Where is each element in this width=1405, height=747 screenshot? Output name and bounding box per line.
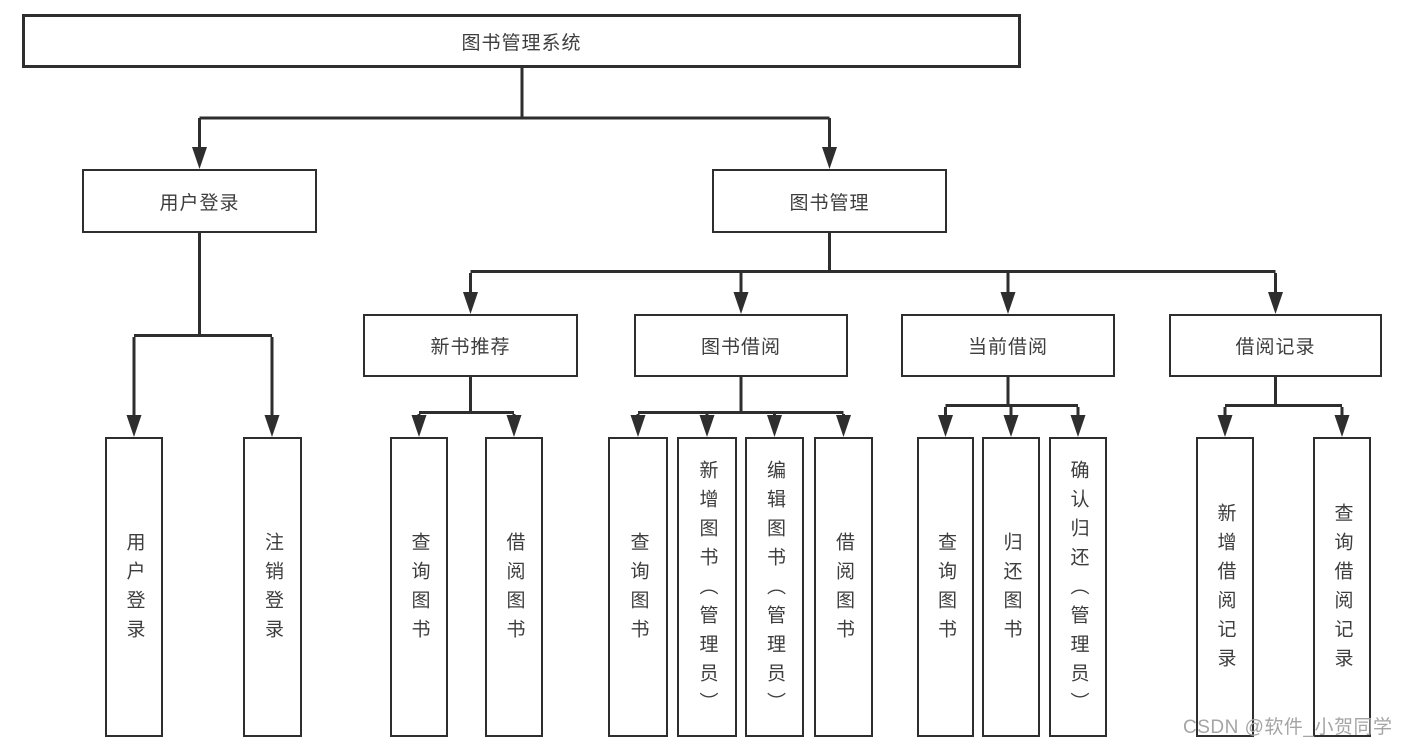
node-user-login: 用户登录 <box>82 169 317 233</box>
node-book-management: 图书管理 <box>712 169 947 233</box>
node-borrowing-records: 借阅记录 <box>1169 314 1382 377</box>
leaf-add-books-admin: 新增图书（管理员） <box>677 437 737 737</box>
leaf-user-login: 用户登录 <box>105 437 163 737</box>
leaf-query-books-borrowing: 查询图书 <box>608 437 668 737</box>
leaf-query-books-current: 查询图书 <box>917 437 974 737</box>
leaf-return-books: 归还图书 <box>982 437 1040 737</box>
leaf-add-borrow-record: 新增借阅记录 <box>1196 437 1254 737</box>
leaf-confirm-return-admin: 确认归还（管理员） <box>1049 437 1107 737</box>
leaf-query-borrow-record: 查询借阅记录 <box>1313 437 1371 737</box>
node-current-borrowing: 当前借阅 <box>901 314 1115 377</box>
leaf-borrow-books: 借阅图书 <box>814 437 873 737</box>
node-book-borrowing: 图书借阅 <box>634 314 848 377</box>
csdn-watermark: CSDN @软件_小贺同学 <box>1183 717 1393 738</box>
leaf-logout: 注销登录 <box>243 437 302 737</box>
arrowheads <box>126 147 1350 437</box>
node-new-book-recommend: 新书推荐 <box>363 314 578 377</box>
leaf-borrow-books-recommend: 借阅图书 <box>485 437 543 737</box>
leaf-query-books-recommend: 查询图书 <box>390 437 448 737</box>
leaf-edit-books-admin: 编辑图书（管理员） <box>745 437 804 737</box>
node-library-management-system: 图书管理系统 <box>22 14 1021 68</box>
